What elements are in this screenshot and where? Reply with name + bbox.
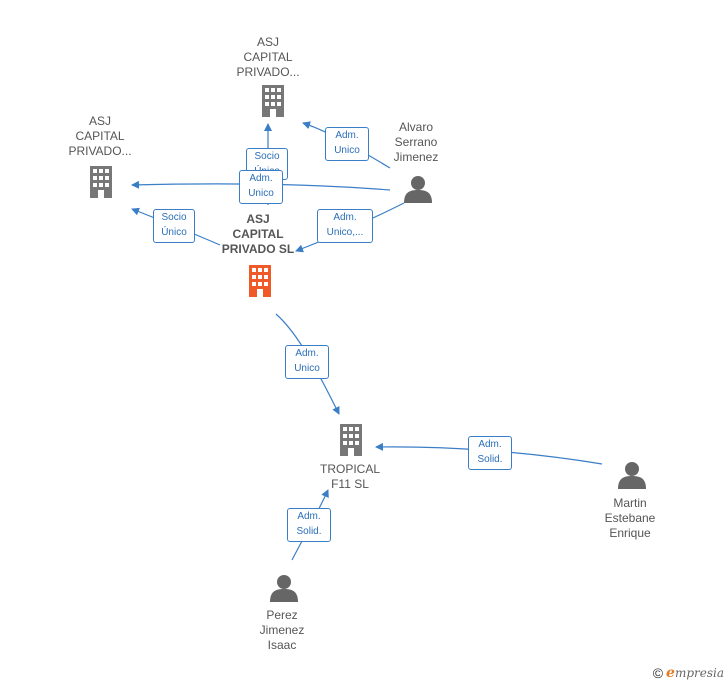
asj-top-label[interactable]: ASJ CAPITAL PRIVADO... [236,35,300,79]
edge-label-adm-solid-martin: Adm. Solid. [468,436,512,470]
perez-label[interactable]: Perez Jimenez Isaac [259,608,305,652]
edge-label-adm-unico-main-tropical: Adm. Unico [285,345,329,379]
martin-label[interactable]: Martin Estebane Enrique [604,496,656,540]
asj-main-label[interactable]: ASJ CAPITAL PRIVADO SL [221,212,295,256]
edge-label-adm-unico-alvaro-main: Adm. Unico,... [317,209,373,243]
asj-left-label[interactable]: ASJ CAPITAL PRIVADO... [68,114,132,158]
tropical-label[interactable]: TROPICAL F11 SL [319,462,380,491]
asj-main-building-icon[interactable] [249,265,271,297]
martin-person-icon[interactable] [618,462,646,489]
alvaro-label[interactable]: Alvaro Serrano Jimenez [393,120,439,164]
footer-brand: © empresia [653,665,724,681]
tropical-building-icon[interactable] [340,424,362,456]
asj-top-building-icon[interactable] [262,85,284,117]
asj-left-building-icon[interactable] [90,166,112,198]
alvaro-person-icon[interactable] [404,176,432,203]
perez-person-icon[interactable] [270,575,298,602]
edge-label-adm-unico-alvaro-left: Adm. Unico [239,170,283,204]
copyright-symbol: © [652,665,664,681]
edge-label-adm-unico-alvaro-top: Adm. Unico [325,127,369,161]
edge-label-adm-solid-perez: Adm. Solid. [287,508,331,542]
edge-label-socio-unico-left: Socio Único [153,209,195,243]
empresia-logo[interactable]: empresia [666,665,724,681]
